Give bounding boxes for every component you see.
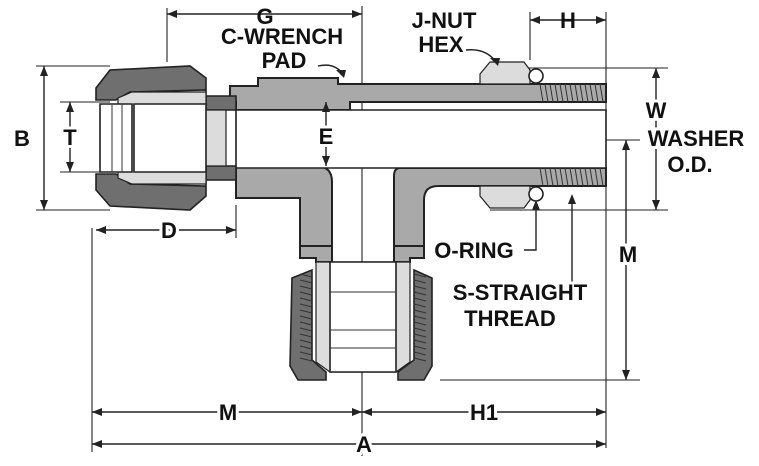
thread-tick <box>299 273 313 278</box>
thread-tick <box>413 309 427 314</box>
thread-tick <box>539 83 544 103</box>
label-b: B <box>14 126 30 151</box>
thread-tick <box>413 345 427 350</box>
label-thread: THREAD <box>464 306 556 331</box>
thread-tick <box>594 167 599 187</box>
thread-tick <box>299 315 313 320</box>
thread-tick <box>299 303 313 308</box>
thread-tick <box>599 83 604 103</box>
label-w: W <box>646 98 667 123</box>
thread-tick <box>559 167 564 187</box>
thread-tick <box>564 83 569 103</box>
thread-tick <box>413 357 427 362</box>
thread-tick <box>544 83 549 103</box>
thread-tick <box>413 297 427 302</box>
tee-body <box>229 77 607 263</box>
thread-tick <box>299 345 313 350</box>
thread-tick <box>413 285 427 290</box>
thread-tick <box>554 83 559 103</box>
thread-tick <box>413 351 427 356</box>
thread-tick <box>299 339 313 344</box>
label-t: T <box>63 125 77 150</box>
left-nut <box>95 65 237 211</box>
thread-tick <box>299 285 313 290</box>
thread-tick <box>564 167 569 187</box>
thread-tick <box>574 83 579 103</box>
thread-tick <box>299 327 313 332</box>
label-h: H <box>560 8 576 33</box>
label-c-wrench: C-WRENCH <box>221 24 343 49</box>
thread-marks <box>299 83 604 362</box>
label-m-right: M <box>619 242 637 267</box>
thread-tick <box>589 83 594 103</box>
thread-tick <box>574 167 579 187</box>
label-g: G <box>256 4 273 29</box>
thread-tick <box>584 167 589 187</box>
thread-tick <box>549 167 554 187</box>
label-a: A <box>356 432 372 457</box>
thread-tick <box>559 83 564 103</box>
dimension-lines <box>40 10 660 448</box>
thread-tick <box>413 291 427 296</box>
thread-tick <box>579 83 584 103</box>
text-labels: G C-WRENCH PAD J-NUT HEX H B T E W WASHE… <box>14 4 747 460</box>
thread-tick <box>599 167 604 187</box>
label-h1: H1 <box>470 400 498 425</box>
thread-tick <box>299 321 313 326</box>
thread-tick <box>584 83 589 103</box>
thread-tick <box>299 351 313 356</box>
label-pad: PAD <box>262 48 307 73</box>
leader-lines <box>317 49 576 282</box>
thread-tick <box>589 167 594 187</box>
thread-tick <box>299 309 313 314</box>
thread-tick <box>413 279 427 284</box>
thread-tick <box>299 357 313 362</box>
thread-tick <box>539 167 544 187</box>
thread-tick <box>299 291 313 296</box>
label-o-ring: O-RING <box>434 238 513 263</box>
thread-tick <box>569 83 574 103</box>
label-hex: HEX <box>418 32 464 57</box>
label-washer: WASHER <box>648 126 745 151</box>
thread-tick <box>413 339 427 344</box>
thread-tick <box>299 279 313 284</box>
thread-tick <box>299 297 313 302</box>
thread-tick <box>413 315 427 320</box>
thread-tick <box>413 327 427 332</box>
label-m-bottom: M <box>219 400 237 425</box>
thread-tick <box>544 167 549 187</box>
label-od: O.D. <box>667 152 712 177</box>
label-d: D <box>161 218 177 243</box>
right-port <box>235 61 607 209</box>
thread-tick <box>594 83 599 103</box>
thread-tick <box>569 167 574 187</box>
thread-tick <box>413 333 427 338</box>
thread-tick <box>413 321 427 326</box>
bottom-nut <box>289 261 433 381</box>
thread-tick <box>299 333 313 338</box>
label-j-nut: J-NUT <box>412 8 477 33</box>
thread-tick <box>549 83 554 103</box>
label-e: E <box>319 124 334 149</box>
thread-tick <box>413 303 427 308</box>
label-s-straight: S-STRAIGHT <box>453 280 588 305</box>
thread-tick <box>579 167 584 187</box>
thread-tick <box>554 167 559 187</box>
thread-tick <box>413 273 427 278</box>
